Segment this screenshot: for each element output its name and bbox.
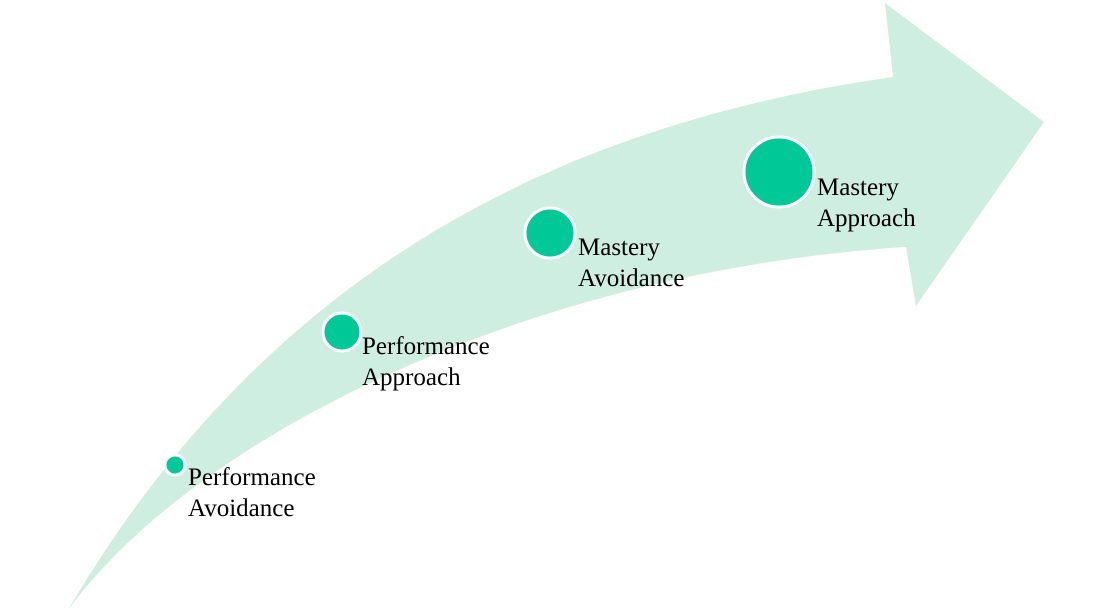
stage-node-performance-avoidance [163, 453, 187, 477]
stage-label-mastery-approach: Mastery Approach [817, 172, 916, 234]
stage-label-line2: Avoidance [578, 265, 685, 292]
stage-node-mastery-approach [742, 135, 816, 209]
stage-label-line1: Mastery [817, 174, 899, 201]
stage-label-performance-avoidance: Performance Avoidance [188, 462, 316, 524]
stage-label-line2: Approach [817, 205, 916, 232]
stage-node-performance-approach [321, 311, 363, 353]
stage-label-line1: Mastery [578, 234, 660, 261]
stage-label-performance-approach: Performance Approach [362, 331, 490, 393]
stage-label-line2: Approach [362, 364, 461, 391]
stage-label-line2: Avoidance [188, 495, 295, 522]
stage-label-line1: Performance [362, 333, 490, 360]
stage-label-mastery-avoidance: Mastery Avoidance [578, 232, 684, 294]
stage-node-mastery-avoidance [523, 206, 577, 260]
stage-label-line1: Performance [188, 464, 316, 491]
